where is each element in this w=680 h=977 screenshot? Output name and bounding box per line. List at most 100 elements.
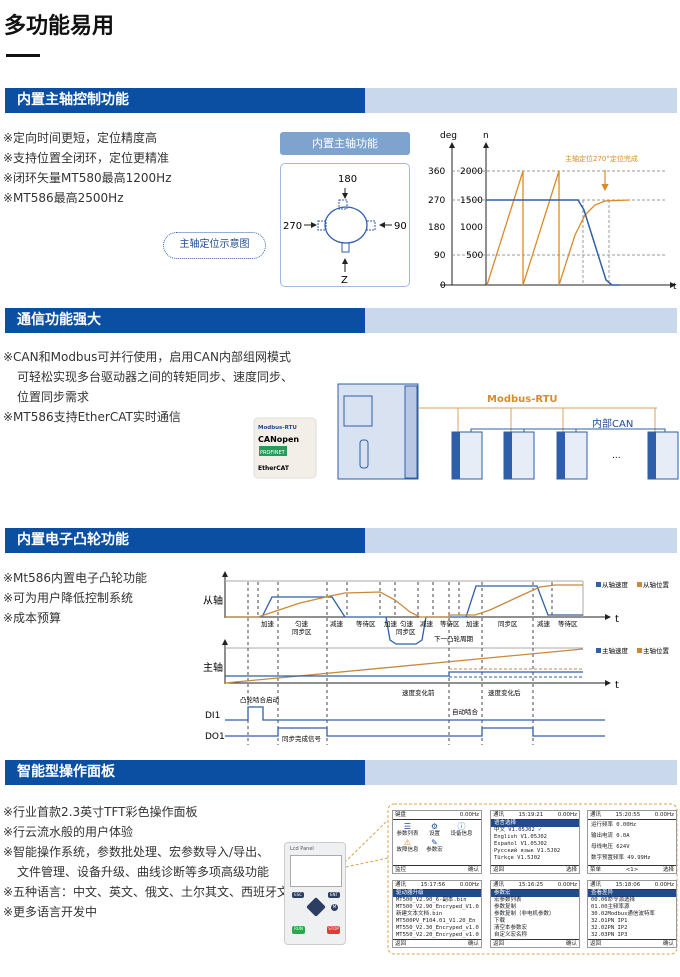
bullet-list-panel: ※行业首款2.3英寸TFT彩色操作面板 ※行云流水般的用户体验 ※智能操作系统，… xyxy=(3,802,289,922)
info-icon: ⓘ xyxy=(457,822,466,831)
text-label: 加速 xyxy=(384,619,398,628)
text-label: 参数列表 xyxy=(396,831,419,837)
text-label: 清空本参数宏 xyxy=(494,925,528,931)
deg-tick: 270 xyxy=(428,196,445,206)
text-label: 键盘 xyxy=(395,812,407,818)
menu-settings[interactable]: ⚙设置 xyxy=(423,822,446,837)
text-label: MT500_V2.90_Encryped_V1.0 xyxy=(396,904,479,910)
text-label: 数字预置频率 49.99Hz xyxy=(591,855,651,861)
spindle-schematic: 180 270 90 Z xyxy=(283,174,407,286)
text-label: 加速 xyxy=(466,619,480,628)
esc-key[interactable]: ESC xyxy=(292,892,304,898)
text-label: 30.02Modbus通信波特率 xyxy=(591,911,655,917)
text-label: 返回 xyxy=(493,941,505,947)
bullet: 可轻松实现多台驱动器之间的转矩同步、速度同步、 xyxy=(17,370,294,384)
text-label: Türkçe V1.5J02 xyxy=(494,855,541,861)
legend-slave-position: 从轴位置 xyxy=(643,580,670,589)
bullet: ※行业首款2.3英寸TFT彩色操作面板 xyxy=(3,805,198,819)
text-label: 0.00Hz xyxy=(654,882,674,888)
text-label: 通讯 xyxy=(493,882,505,888)
marker-180 xyxy=(338,199,348,210)
text-label: 32.01PN IP1 xyxy=(591,918,628,924)
bullet: ※可为用户降低控制系统 xyxy=(3,591,134,605)
text-label: 驱动器升级 xyxy=(393,890,481,897)
bullet: ※智能操作系统，参数批处理、宏参数导入/导出、 xyxy=(3,845,270,859)
text-label: 通讯 xyxy=(395,882,407,888)
text-label: 匀速 xyxy=(400,619,414,628)
positioning-done-annotation: 主轴定位270°定位完成 xyxy=(565,154,638,163)
angle-180-label: 180 xyxy=(338,174,357,185)
bullet: ※更多语言开发中 xyxy=(3,905,98,919)
text-label: 15:18:06 xyxy=(615,882,641,888)
section-heading: 通信功能强大 xyxy=(5,308,365,333)
warning-icon: ⚠ xyxy=(403,838,412,847)
text-label: 返回 xyxy=(590,941,602,947)
run-key[interactable]: RUN xyxy=(292,926,305,934)
text-label: English V1.05J02 xyxy=(494,834,547,840)
text-label: 01.00主频率源 xyxy=(591,904,630,910)
text-label: MT500_V2.90_6-副本.bin xyxy=(396,897,467,903)
sync-done-label: 同步完成信号 xyxy=(282,734,322,743)
n-tick: 1500 xyxy=(460,196,483,206)
text-label: 自定义宏名称 xyxy=(494,932,528,938)
legend-master-position: 主轴位置 xyxy=(643,646,670,655)
text-label: 15:17:56 xyxy=(420,882,446,888)
text-label: 15:19:21 xyxy=(518,812,544,818)
menu-fault-info[interactable]: ⚠故障信息 xyxy=(396,838,419,853)
n-tick: 1000 xyxy=(460,223,483,233)
text-label: 参数复制（非电机参数） xyxy=(494,911,555,917)
text-label: 通讯 xyxy=(590,882,602,888)
angle-270-label: 270 xyxy=(283,221,302,232)
master-position-curve xyxy=(224,648,584,684)
speed-after-label: 速度变化后 xyxy=(488,688,521,697)
spindle-diagram-label: 主轴定位示意图 xyxy=(163,232,266,259)
direction-pad[interactable] xyxy=(306,897,326,917)
marker-270 xyxy=(317,220,327,231)
bullet: ※Mt586内置电子凸轮功能 xyxy=(3,571,148,585)
marker-z xyxy=(341,242,350,253)
drive-units xyxy=(451,431,679,480)
text-label: MT550_V2.20_Encryped_v1.0 xyxy=(396,932,479,938)
text-label: 参数宏 xyxy=(491,890,579,897)
internal-can-label: 内部CAN xyxy=(592,417,633,430)
stop-key[interactable]: STOP xyxy=(327,926,340,934)
comm-diagram: Modbus-RTU CANopen PROFINET EtherCAT Mod… xyxy=(253,383,679,480)
text-label: 语言选择 xyxy=(491,820,579,827)
spindle-chart: deg n t 360 270 180 90 0 2000 1500 1000 … xyxy=(428,131,677,292)
slave-speed-curve xyxy=(225,585,583,645)
ent-key[interactable]: ENT xyxy=(328,892,340,898)
t-axis-label: t xyxy=(673,282,677,292)
bullet-list-cam: ※Mt586内置电子凸轮功能 ※可为用户降低控制系统 ※成本预算 xyxy=(3,568,147,628)
text-label: 宏参数列表 xyxy=(494,897,522,903)
slave-position-curve xyxy=(225,584,583,618)
text-label: 通讯 xyxy=(590,812,602,818)
text-label: 加速 xyxy=(261,619,275,628)
section-bar-comm: 通信功能强大 xyxy=(5,308,677,333)
text-label: 监控 xyxy=(395,867,407,873)
text-label: 菜单 xyxy=(590,867,602,873)
legend-slave-speed: 从轴速度 xyxy=(602,580,629,589)
lcd-panel-device: Lcd Panel ESC ENT M RUN STOP xyxy=(284,842,346,945)
next-cycle-label: 下一凸轮周期 xyxy=(434,634,474,643)
master-axis-label: 主轴 xyxy=(203,661,223,674)
device-screen xyxy=(290,855,342,887)
text-label: MT500PV_F104.01_V1.20_En xyxy=(396,918,476,924)
bullet: ※支持位置全闭环，定位更精准 xyxy=(3,151,170,165)
menu-param-list[interactable]: ☰参数列表 xyxy=(396,822,419,837)
menu-param-macro[interactable]: ✎参数宏 xyxy=(423,838,446,853)
bullet: ※闭环矢量MT580最高1200Hz xyxy=(3,171,172,185)
text-label: 同步区 xyxy=(292,628,312,636)
auto-engage-label: 自动啮合 xyxy=(452,707,479,716)
m-key[interactable]: M xyxy=(331,904,338,911)
text-label: 0.00Hz xyxy=(557,882,577,888)
text-label: 输出电流 0.0A xyxy=(591,833,630,839)
text-label: <1> xyxy=(625,867,639,873)
t-axis-label: t xyxy=(615,680,619,691)
text-label: 减速 xyxy=(537,619,551,628)
text-label: 0.00Hz xyxy=(459,812,479,818)
